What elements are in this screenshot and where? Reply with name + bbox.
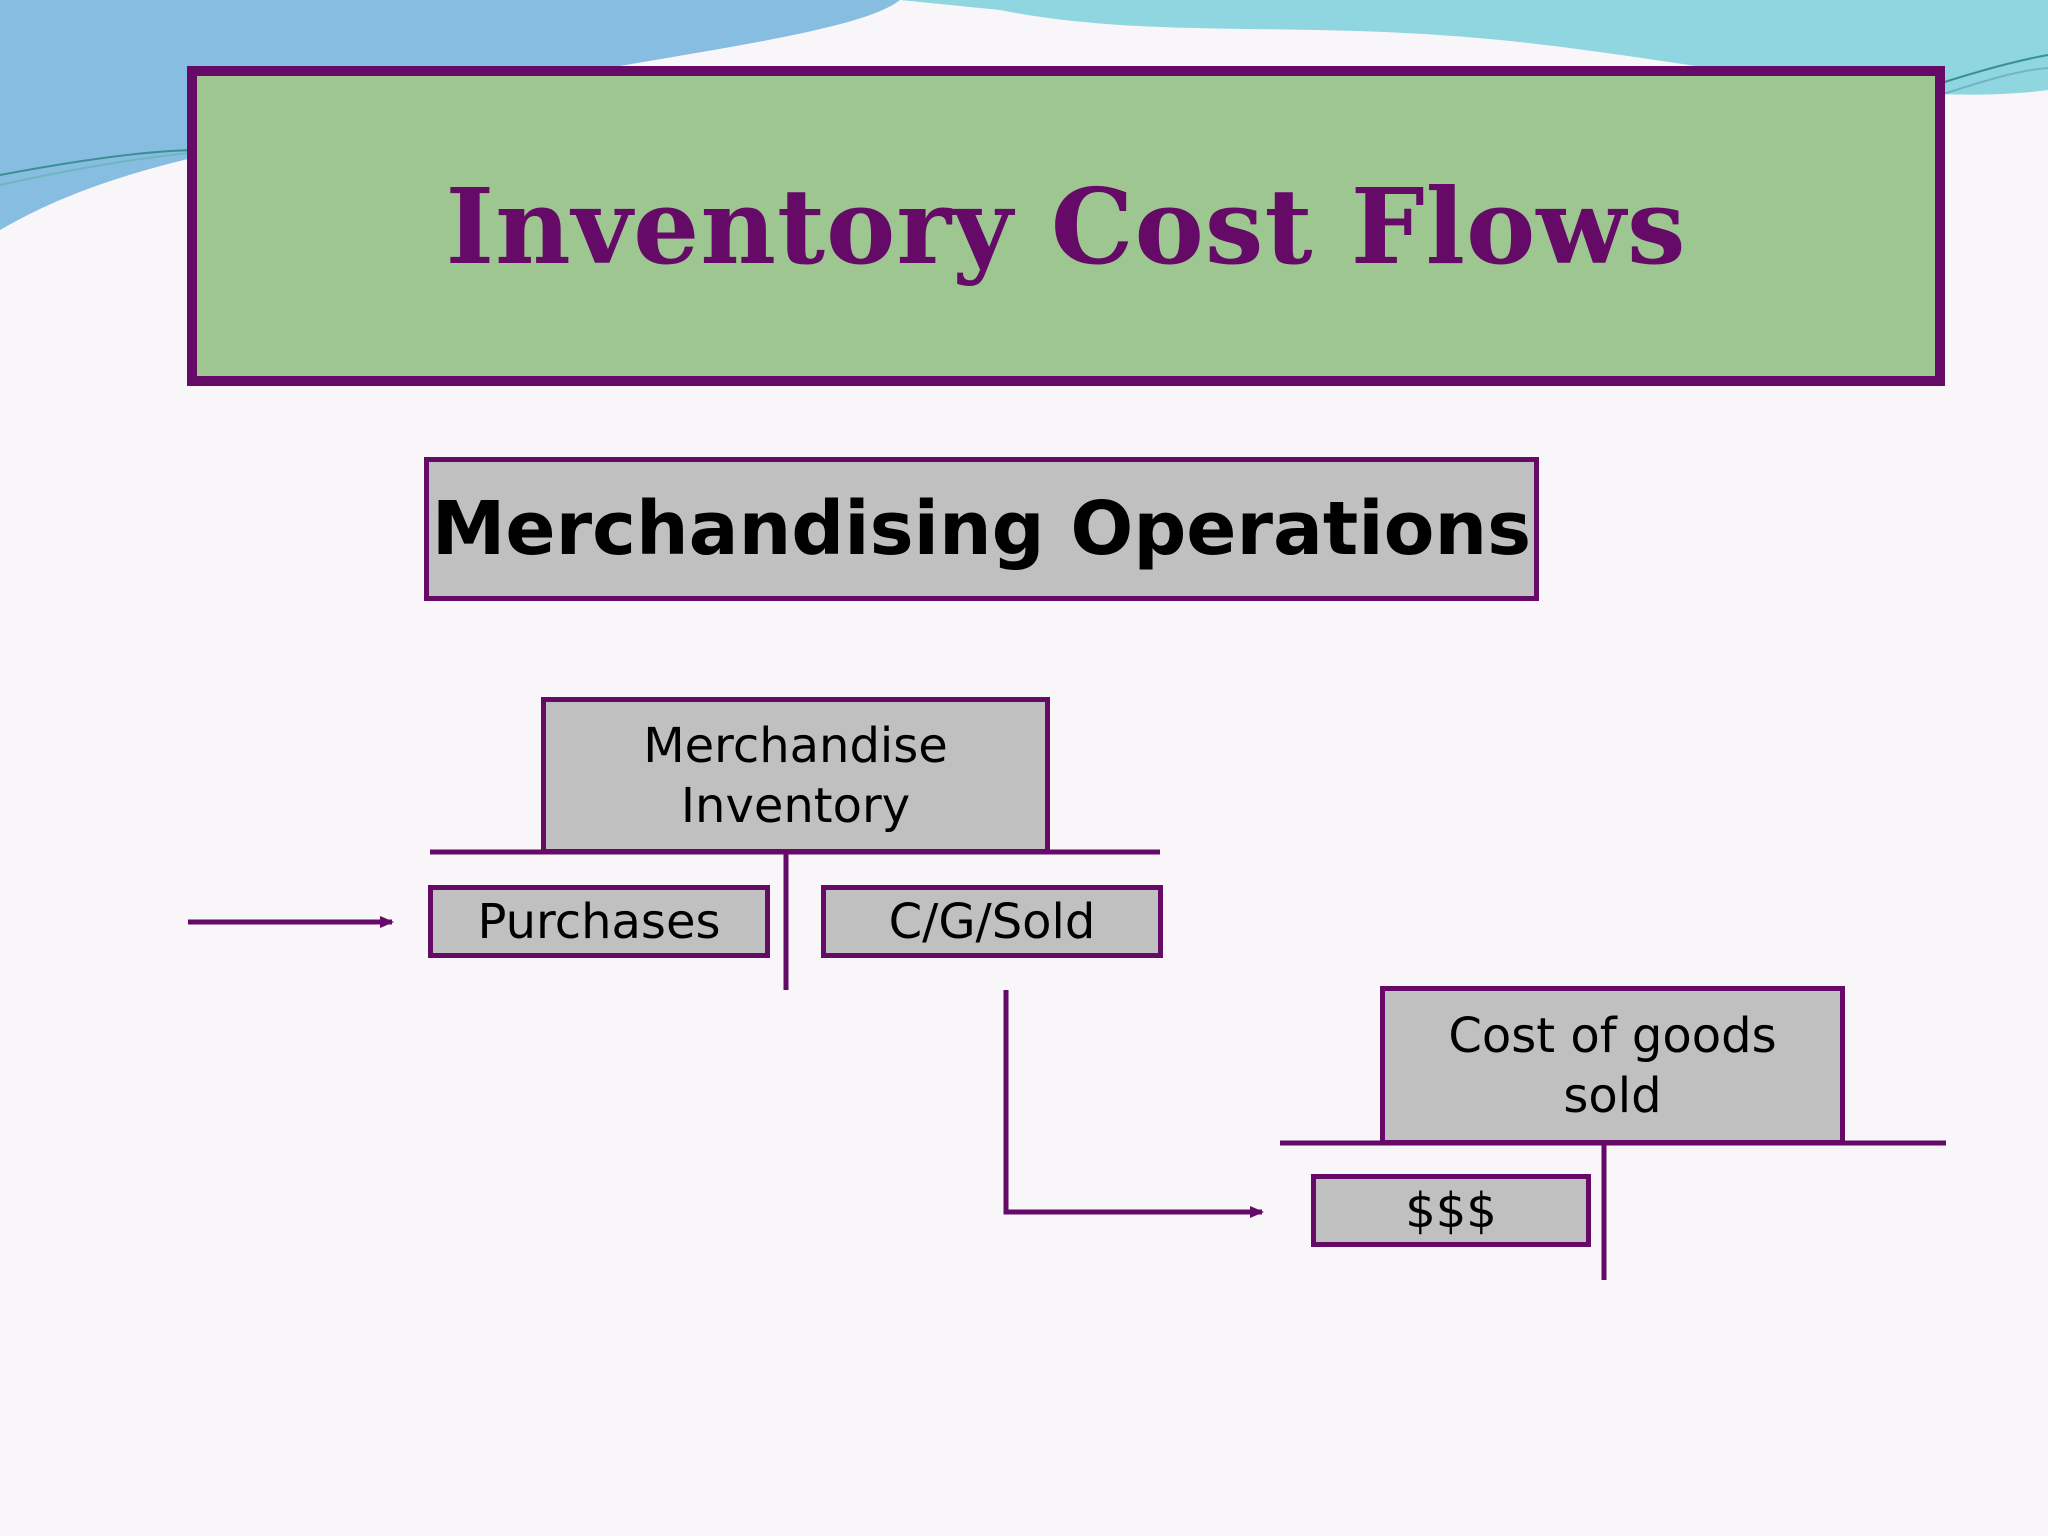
cogs-name-line2: sold [1563,1067,1662,1124]
cogs-amount-label: $$$ [1405,1182,1497,1239]
cogs-name-line1: Cost of goods [1448,1007,1777,1064]
subtitle-box: Merchandising Operations [424,457,1539,601]
slide-title: Inventory Cost Flows [445,164,1687,288]
cgs-entry: C/G/Sold [821,885,1163,958]
cost-of-goods-sold-account: Cost of goods sold [1380,986,1845,1145]
merchandise-inventory-account: Merchandise Inventory [541,697,1050,854]
cgs-label: C/G/Sold [888,893,1096,950]
cogs-amount-entry: $$$ [1311,1174,1591,1247]
merchandise-inventory-name-line2: Inventory [680,777,911,834]
merchandise-inventory-name-line1: Merchandise [643,717,948,774]
slide-subtitle: Merchandising Operations [431,486,1532,572]
cogs-connector-arrow [1003,990,1264,1218]
title-banner: Inventory Cost Flows [187,66,1945,386]
purchases-label: Purchases [477,893,721,950]
purchases-entry: Purchases [428,885,770,958]
